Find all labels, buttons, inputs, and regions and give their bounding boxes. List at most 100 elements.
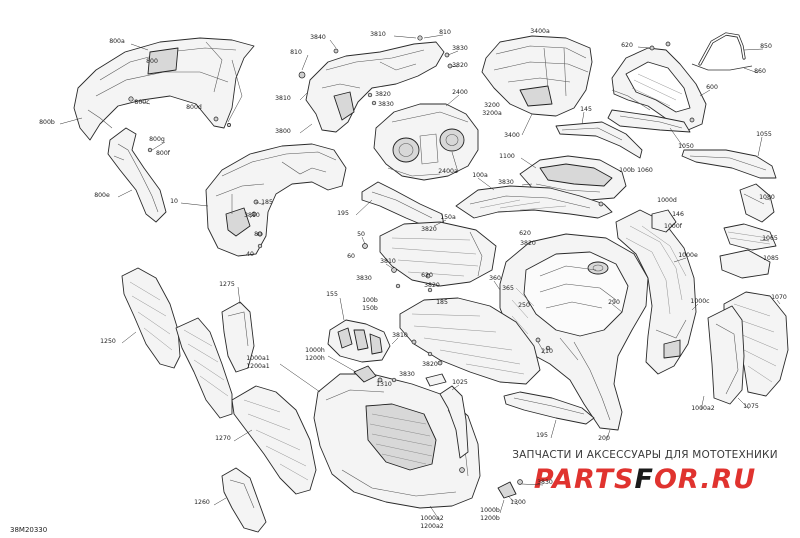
callout-3200a: 3200a	[482, 110, 502, 117]
part-1200-left-cover	[175, 317, 233, 419]
callout-1000b: 1000b	[480, 507, 500, 514]
part-1310-clip	[425, 373, 447, 387]
callout-800d: 800d	[186, 104, 202, 111]
callout-1080: 1080	[759, 194, 775, 201]
part-1060-right-cover	[739, 183, 775, 223]
callout-860: 860	[754, 68, 766, 75]
callout-3840: 3840	[310, 34, 326, 41]
callout-3400a: 3400a	[530, 28, 550, 35]
watermark: ЗАПЧАСТИ И АКСЕССУАРЫ ДЛЯ МОТОТЕХНИКИ PA…	[512, 449, 778, 495]
part-1065-grill	[723, 223, 777, 251]
callout-3400: 3400	[504, 132, 520, 139]
callout-3830: 3830	[378, 101, 394, 108]
callout-1000a1: 1000a1	[246, 355, 270, 362]
callout-1000h: 1000h	[305, 347, 325, 354]
part-1075-lower-right-cover	[707, 305, 745, 405]
callout-1070: 1070	[771, 294, 787, 301]
callout-1055: 1055	[756, 131, 772, 138]
callout-1000a2: 1000a2	[420, 515, 444, 522]
callout-3830: 3830	[399, 371, 415, 378]
callout-800: 800	[146, 58, 158, 65]
part-155-vent-grill	[327, 319, 391, 363]
callout-3830: 3830	[356, 275, 372, 282]
part-1000a2-lower-fairing	[313, 373, 481, 509]
callout-1310: 1310	[376, 381, 392, 388]
callout-850: 850	[760, 43, 772, 50]
part-1270-left-lower-panel	[231, 385, 317, 495]
callout-1060: 1060	[637, 167, 653, 174]
part-195b-lower-strip	[503, 391, 595, 425]
callout-145: 145	[580, 106, 592, 113]
callout-150a: 150a	[440, 214, 456, 221]
part-1050-trim-strip	[607, 109, 691, 133]
callout-1300: 1300	[510, 499, 526, 506]
part-800-front-fairing	[73, 37, 255, 153]
callout-620: 620	[621, 42, 633, 49]
callout-1260: 1260	[194, 499, 210, 506]
callout-1100: 1100	[499, 153, 515, 160]
part-1000h-bracket	[353, 365, 397, 383]
callout-195: 195	[337, 210, 349, 217]
callout-1025: 1025	[452, 379, 468, 386]
callout-1000c: 1000c	[690, 298, 710, 305]
callout-2400a: 2400a	[438, 168, 458, 175]
callout-80: 80	[254, 231, 262, 238]
callout-810: 810	[439, 29, 451, 36]
callout-3830: 3830	[452, 45, 468, 52]
part-10-headlight-housing	[205, 143, 347, 257]
callout-620: 620	[421, 272, 433, 279]
watermark-caption: ЗАПЧАСТИ И АКСЕССУАРЫ ДЛЯ МОТОТЕХНИКИ	[512, 449, 778, 461]
part-800e-side-strut	[107, 127, 167, 223]
callout-3830: 3830	[537, 479, 553, 486]
callout-810: 810	[290, 49, 302, 56]
part-3400-headlight-box	[481, 35, 593, 117]
callout-3820: 3820	[422, 361, 438, 368]
callout-3810: 3810	[244, 212, 260, 219]
callout-100a: 100a	[472, 172, 488, 179]
callout-60: 60	[347, 253, 355, 260]
callout-800e: 800e	[94, 192, 110, 199]
callout-290: 290	[608, 299, 620, 306]
part-200-main-body	[499, 233, 649, 431]
part-1000-right-side-panel	[615, 209, 697, 375]
part-150b-lower-panel	[399, 297, 541, 385]
callout-185: 185	[436, 299, 448, 306]
callout-620: 620	[519, 230, 531, 237]
part-850-hoop	[698, 32, 746, 66]
callout-3820: 3820	[421, 226, 437, 233]
callout-3820: 3820	[424, 282, 440, 289]
part-1085-panel	[719, 249, 771, 279]
callout-1085: 1085	[763, 255, 779, 262]
part-2400-headlight-assembly	[373, 103, 479, 181]
callout-3820: 3820	[520, 240, 536, 247]
diagram-id: 38M20330	[10, 526, 47, 534]
callout-1200a2: 1200a2	[420, 523, 444, 530]
callout-800a: 800a	[109, 38, 125, 45]
callout-800g: 800g	[149, 136, 165, 143]
callout-10: 10	[170, 198, 178, 205]
callout-1200h: 1200h	[305, 355, 325, 362]
callout-200: 200	[598, 435, 610, 442]
callout-1200b: 1200b	[480, 515, 500, 522]
part-600-dash-frame	[611, 41, 707, 131]
callout-250: 250	[518, 302, 530, 309]
part-1055-trim-strip	[681, 149, 777, 179]
part-150a-side-panel	[362, 221, 497, 293]
callout-800f: 800f	[156, 150, 171, 157]
part-146-bracket	[651, 209, 677, 233]
part-1025-trim	[439, 385, 469, 459]
callout-3200: 3200	[484, 102, 500, 109]
part-3800-upper-frame	[298, 35, 453, 133]
callout-1000d: 1000d	[657, 197, 677, 204]
callout-1075: 1075	[743, 403, 759, 410]
part-860-cable	[691, 63, 753, 71]
callout-1000e: 1000e	[678, 252, 698, 259]
callout-1200a1: 1200a1	[246, 363, 270, 370]
callout-1270: 1270	[215, 435, 231, 442]
callout-100b: 100b	[362, 297, 378, 304]
part-1250-left-panel	[121, 267, 181, 369]
callout-1275: 1275	[219, 281, 235, 288]
callout-1050: 1050	[678, 143, 694, 150]
callout-50: 50	[357, 231, 365, 238]
